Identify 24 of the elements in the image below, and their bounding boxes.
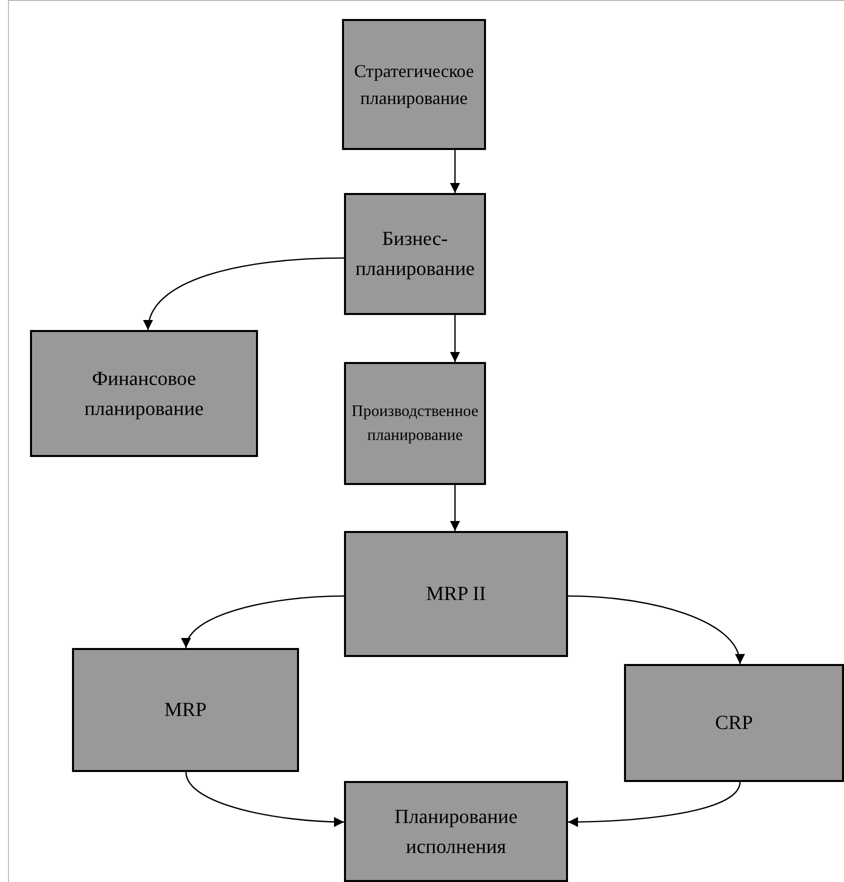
- process-box: [30, 330, 258, 457]
- box-label: Бизнес-планирование: [354, 227, 476, 282]
- arrow: [568, 782, 741, 827]
- arrow: [185, 772, 344, 827]
- box-label: MRP: [164, 698, 207, 723]
- arrow: [183, 595, 344, 648]
- process-box: [344, 531, 568, 657]
- arrow: [450, 150, 460, 193]
- process-box: [342, 19, 486, 150]
- box-label: Финансовое планирование: [83, 366, 205, 422]
- process-box: [344, 193, 486, 315]
- process-box: [344, 362, 486, 485]
- process-box: [72, 648, 299, 772]
- arrow: [450, 485, 460, 531]
- arrow: [144, 257, 344, 330]
- arrow: [450, 315, 460, 362]
- arrow: [568, 595, 744, 664]
- box-label: Стратегическое планирование: [353, 60, 475, 110]
- process-box: [624, 664, 844, 782]
- box-label: Планирование исполнения: [393, 804, 519, 860]
- box-label: CRP: [715, 711, 753, 736]
- box-label: MRP II: [426, 582, 486, 607]
- box-label: Производственное планирование: [350, 402, 480, 446]
- process-box: [344, 781, 568, 882]
